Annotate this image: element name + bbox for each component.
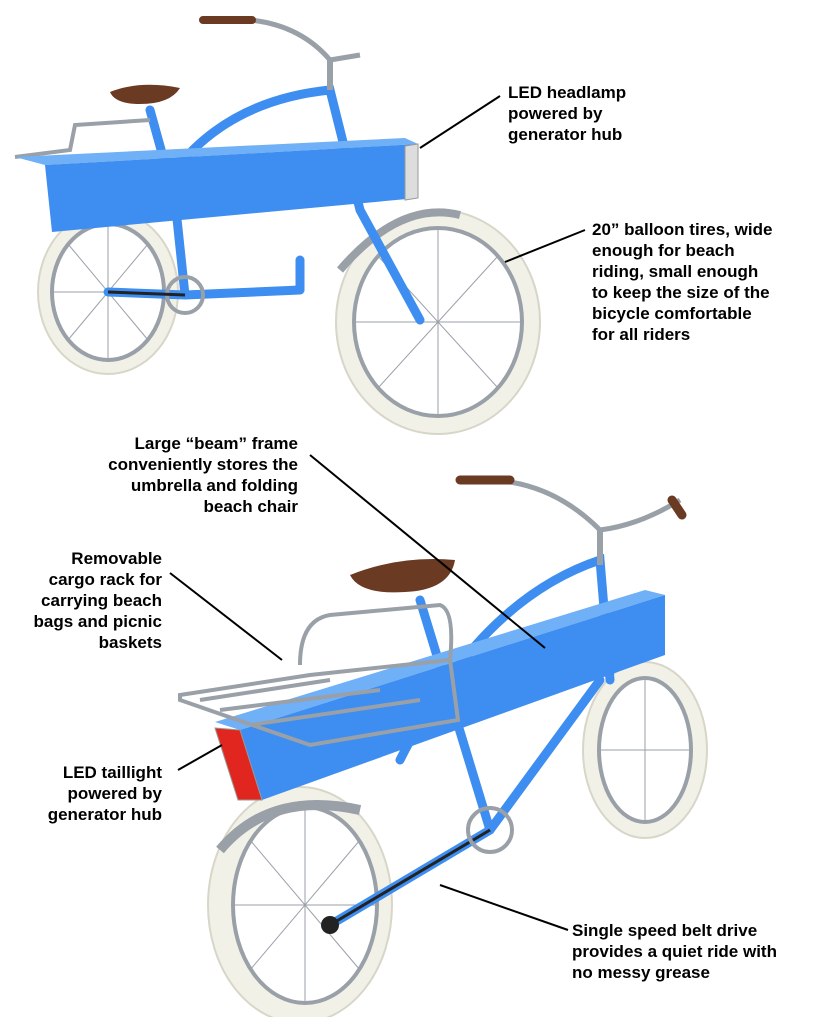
annotation-belt: Single speed belt drive provides a quiet…	[572, 921, 777, 982]
chainring-2	[466, 806, 514, 854]
annotation-rack: Removable cargo rack for carrying beach …	[33, 549, 162, 652]
saddle-2	[350, 559, 455, 593]
bicycle-rear-view	[178, 475, 708, 1017]
taillight	[214, 727, 263, 801]
rear-wheel-2	[207, 786, 393, 1017]
leader-rack	[169, 572, 283, 661]
beam-frame-top	[15, 138, 418, 165]
leader-belt	[439, 884, 569, 931]
leader-taillight	[177, 744, 223, 771]
leader-frame	[309, 454, 546, 649]
annotation-tires: 20” balloon tires, wide enough for beach…	[592, 220, 773, 344]
front-wheel	[335, 208, 541, 435]
annotation-frame: Large “beam” frame conveniently stores t…	[108, 434, 298, 516]
front-wheel-2	[582, 661, 708, 839]
belt	[329, 828, 491, 927]
annotation-headlamp: LED headlamp powered by generator hub	[508, 83, 627, 144]
bicycle-side-view	[14, 16, 541, 435]
annotation-taillight: LED taillight powered by generator hub	[47, 763, 162, 824]
beam-frame	[45, 144, 418, 232]
cargo-rack-2	[178, 602, 461, 748]
headlamp	[404, 143, 419, 201]
beam-frame-2	[240, 595, 665, 800]
saddle	[110, 84, 180, 104]
handlebar-2	[457, 477, 682, 533]
cargo-rack	[14, 118, 151, 159]
leader-headlamp	[419, 95, 501, 149]
leader-tires	[504, 229, 586, 263]
handlebar	[200, 17, 361, 63]
leader-lines	[169, 95, 586, 931]
